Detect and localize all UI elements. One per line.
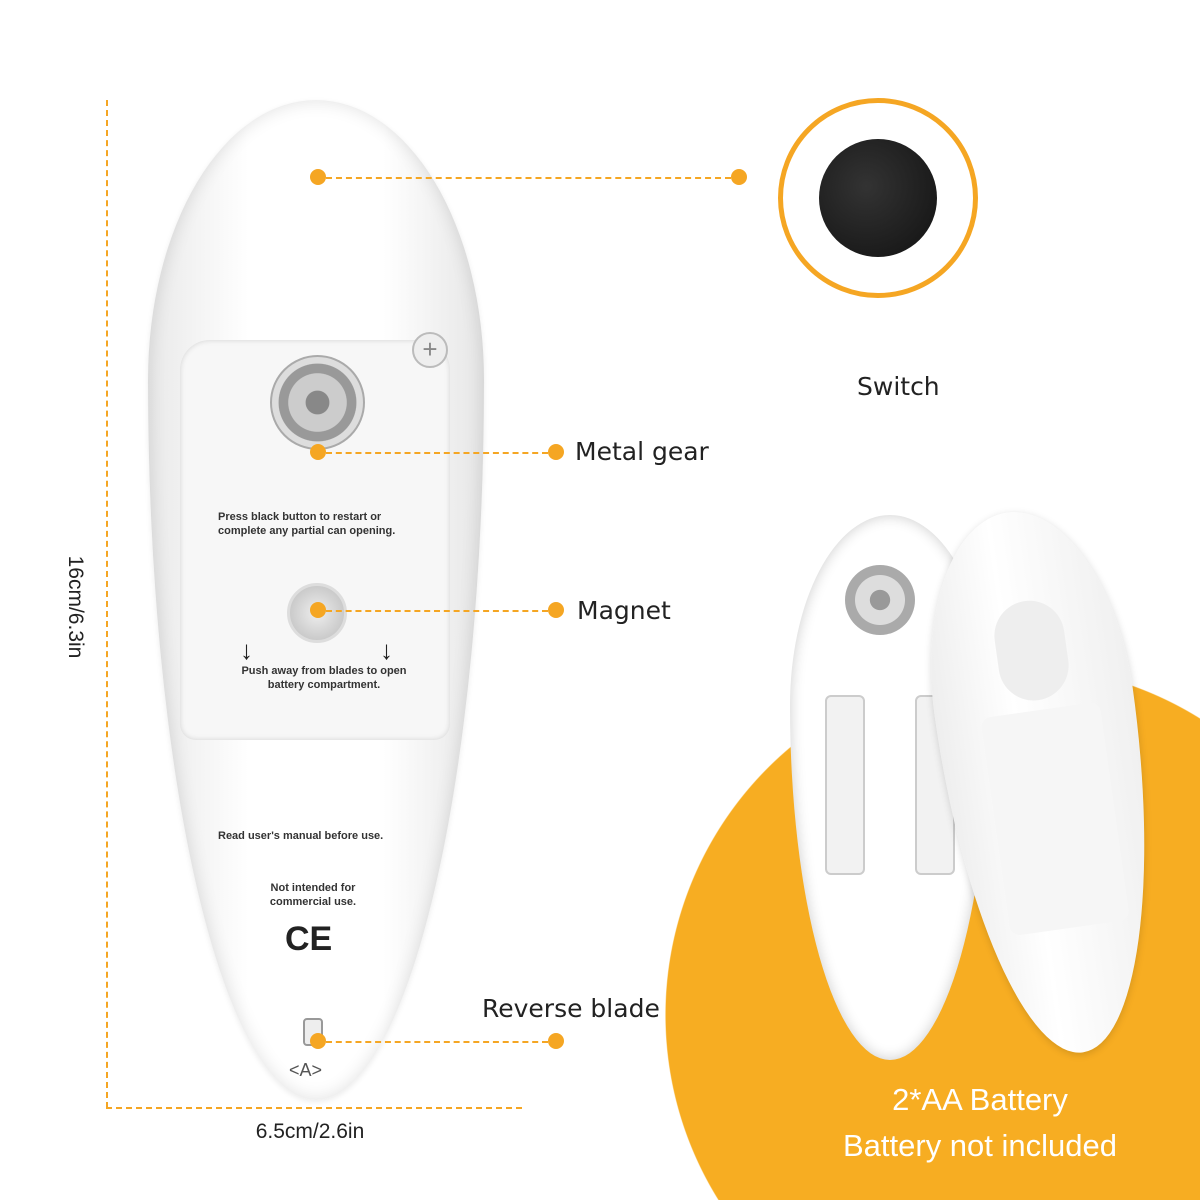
arrow-down-icon: ↓	[240, 635, 253, 665]
manual-text: Read user's manual before use.	[218, 830, 384, 842]
metal-gear-label: Metal gear	[575, 437, 709, 466]
magnet-image	[287, 583, 347, 643]
magnet-label: Magnet	[577, 596, 671, 625]
callout-dot	[548, 602, 564, 618]
lid-cutout	[989, 596, 1074, 705]
width-label: 6.5cm/2.6in	[255, 1120, 365, 1143]
lid-plate	[980, 701, 1130, 937]
black-switch-button	[819, 139, 937, 257]
arrow-down-icon: ↓	[380, 635, 393, 665]
push-text: Push away from blades to open battery co…	[241, 665, 407, 691]
callout-dot	[310, 602, 326, 618]
callout-dot	[731, 169, 747, 185]
callout-line	[326, 1041, 548, 1043]
reverse-blade-label: Reverse blade	[482, 994, 660, 1023]
gear-image	[845, 565, 915, 635]
screw-icon: +	[412, 332, 448, 368]
callout-dot	[548, 1033, 564, 1049]
callout-line	[326, 177, 731, 179]
battery-not-included-text: Battery not included	[842, 1128, 1117, 1163]
switch-label: Switch	[857, 372, 940, 401]
switch-closeup	[778, 98, 978, 298]
callout-dot	[310, 1033, 326, 1049]
ce-mark: CE	[285, 920, 333, 958]
callout-line	[326, 610, 548, 612]
height-dimension-line	[106, 100, 108, 1108]
battery-slot	[825, 695, 865, 875]
callout-line	[326, 452, 548, 454]
callout-dot	[310, 169, 326, 185]
logo-mark: <A>	[289, 1060, 323, 1080]
restart-text: Press black button to restart or complet…	[218, 511, 396, 537]
callout-dot	[310, 444, 326, 460]
metal-gear-image	[270, 355, 365, 450]
height-label: 16cm/6.3in	[64, 555, 87, 659]
callout-dot	[548, 444, 564, 460]
width-dimension-line	[106, 1107, 522, 1109]
battery-type-text: 2*AA Battery	[892, 1082, 1068, 1117]
commercial-text: Not intended for commercial use.	[269, 882, 357, 908]
